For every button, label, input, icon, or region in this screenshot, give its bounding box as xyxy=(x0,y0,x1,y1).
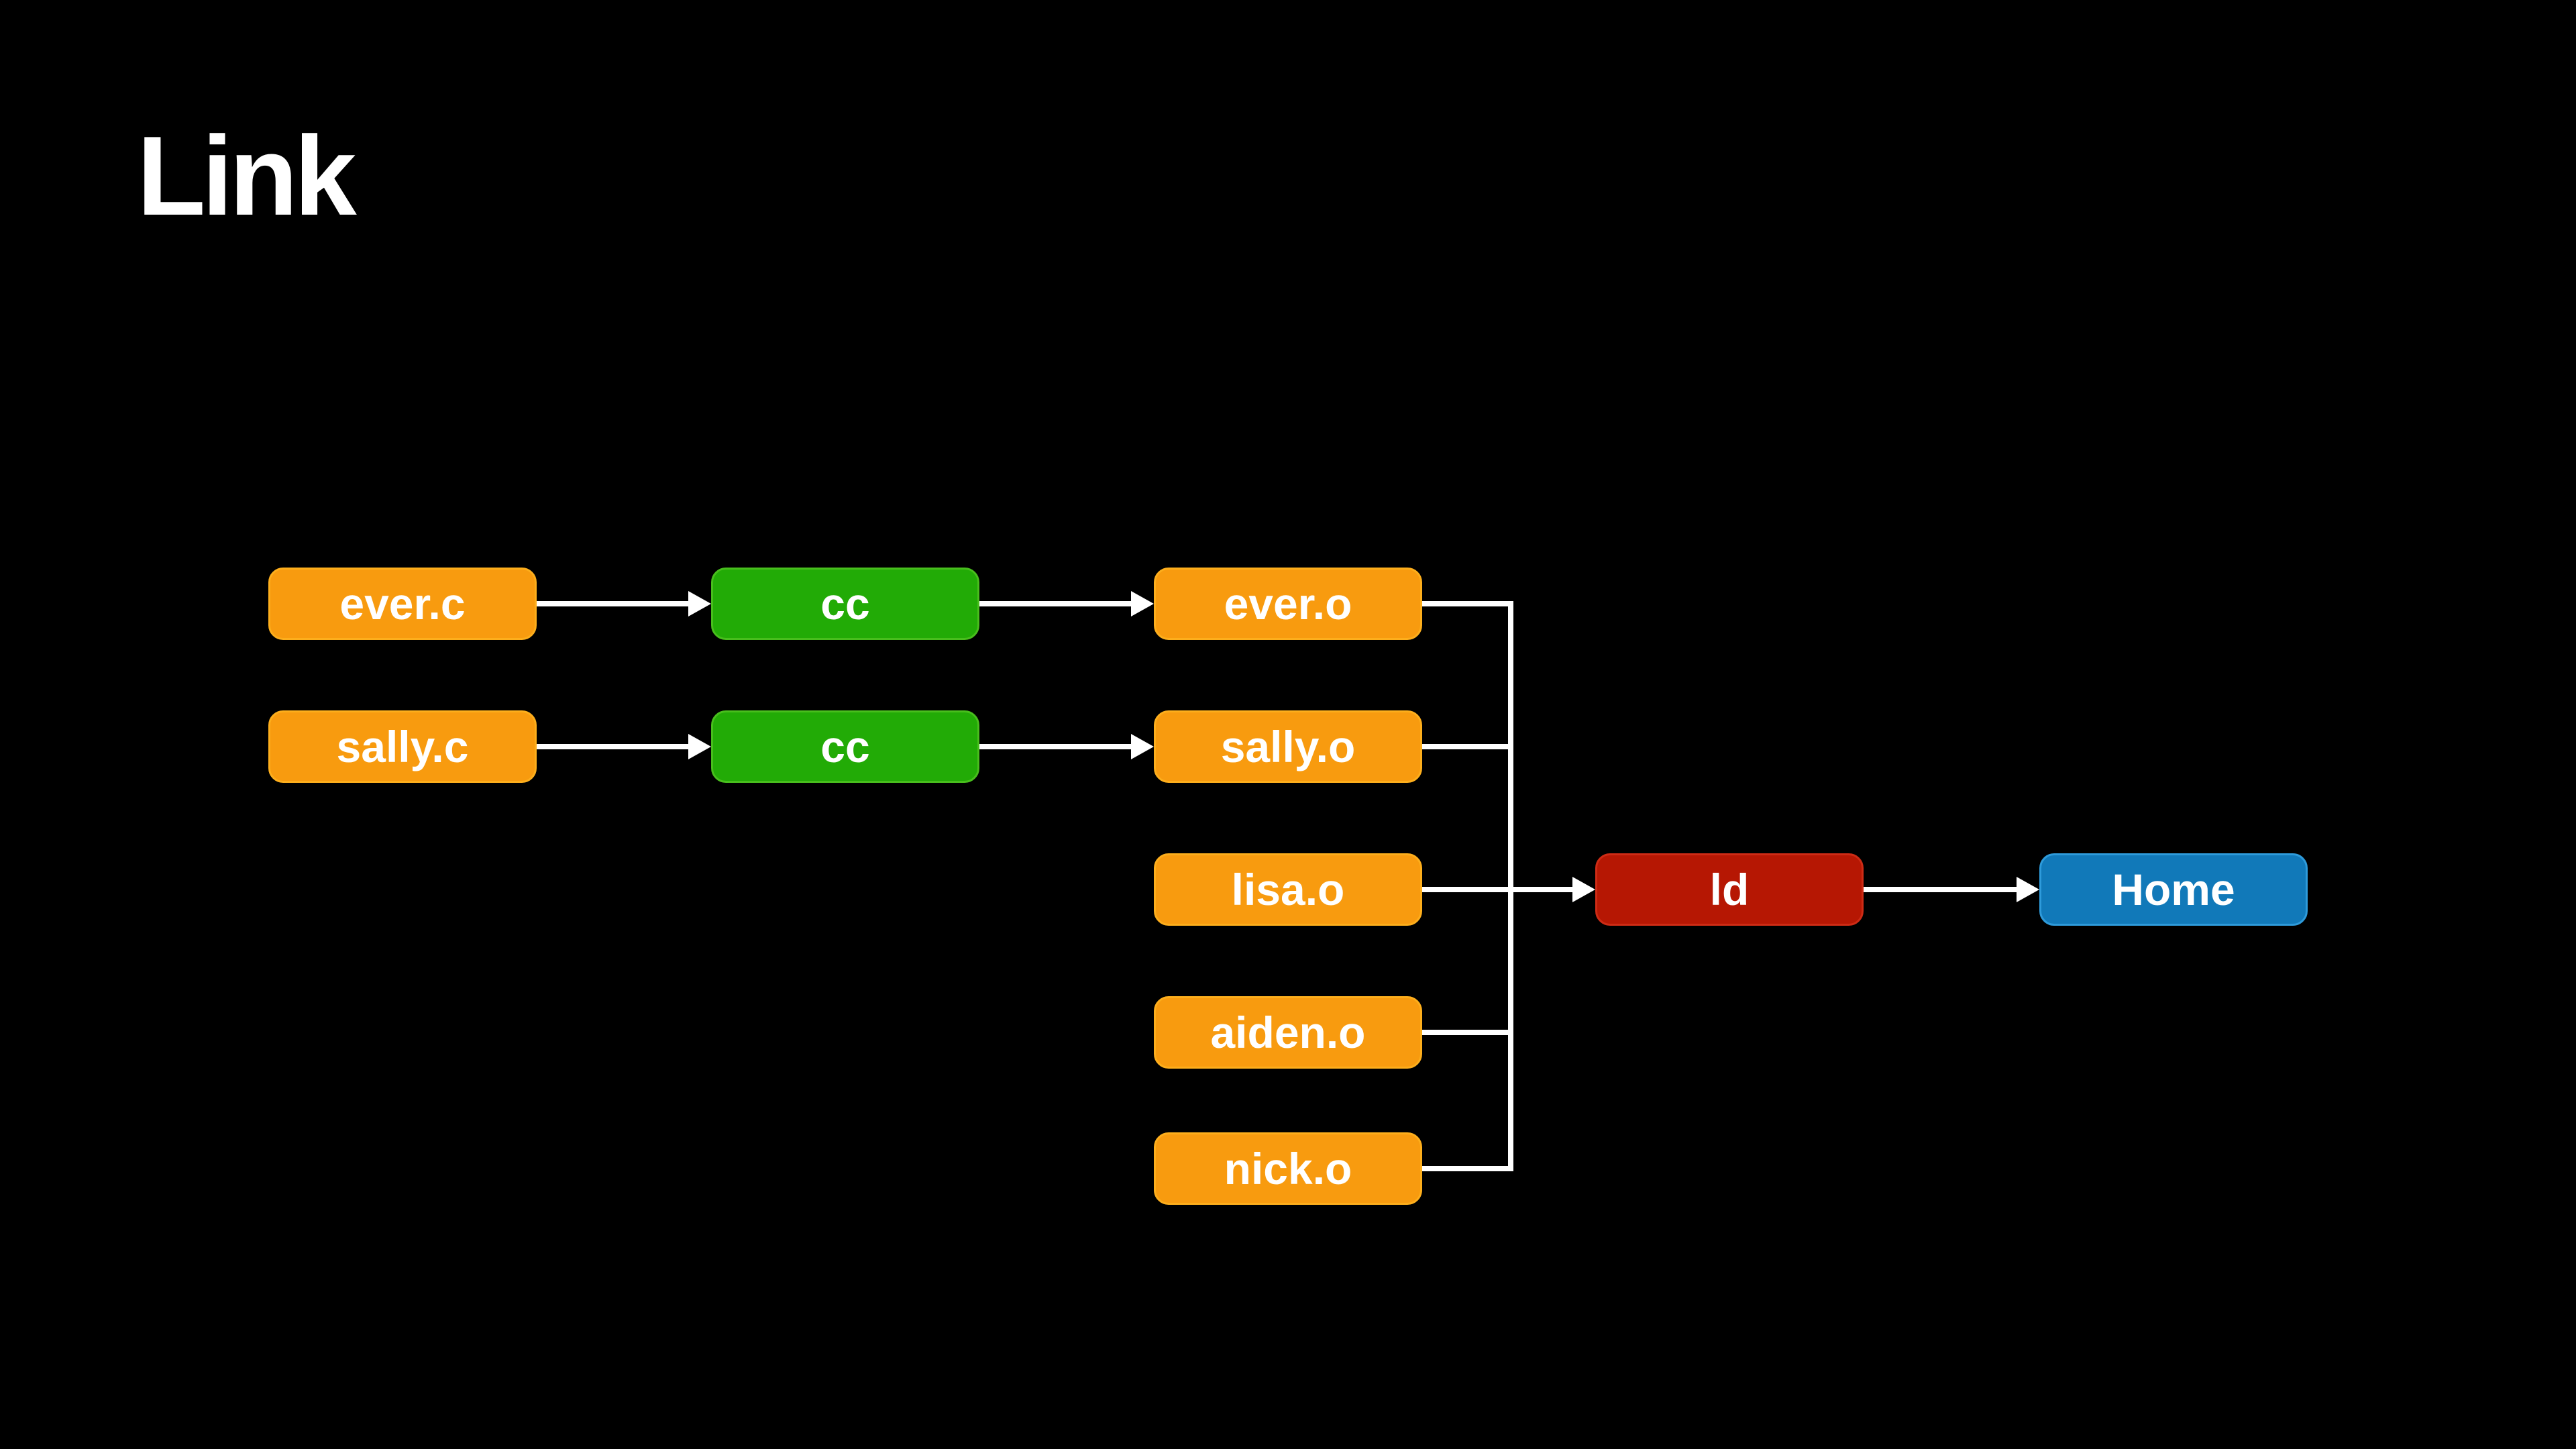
node-label-ever-c: ever.c xyxy=(339,579,466,629)
node-ld: ld xyxy=(1595,853,1864,926)
node-label-sally-o: sally.o xyxy=(1220,722,1356,771)
node-label-aiden-o: aiden.o xyxy=(1210,1008,1366,1057)
edge-ld-to-home-arrowhead xyxy=(2017,877,2039,902)
node-sally-c: sally.c xyxy=(268,710,537,783)
node-nick-o: nick.o xyxy=(1154,1132,1422,1205)
edge-cc-top-to-ever-o-arrowhead xyxy=(1131,591,1154,616)
node-cc-top: cc xyxy=(711,568,979,640)
node-sally-o: sally.o xyxy=(1154,710,1422,783)
node-ever-o: ever.o xyxy=(1154,568,1422,640)
edge-sally-c-to-cc-bottom-arrowhead xyxy=(688,734,711,759)
edge-lisa-o-to-ld-arrowhead xyxy=(1572,877,1595,902)
node-cc-bottom: cc xyxy=(711,710,979,783)
node-home: Home xyxy=(2039,853,2308,926)
edge-ever-c-to-cc-top-arrowhead xyxy=(688,591,711,616)
node-label-sally-c: sally.c xyxy=(336,722,469,771)
node-label-cc-bottom: cc xyxy=(820,722,870,771)
page-title: Link xyxy=(137,113,357,239)
node-label-home: Home xyxy=(2112,865,2235,914)
edge-cc-bottom-to-sally-o-arrowhead xyxy=(1131,734,1154,759)
node-label-ever-o: ever.o xyxy=(1224,579,1352,629)
node-aiden-o: aiden.o xyxy=(1154,996,1422,1069)
node-label-cc-top: cc xyxy=(820,579,870,629)
node-label-nick-o: nick.o xyxy=(1224,1144,1352,1193)
node-lisa-o: lisa.o xyxy=(1154,853,1422,926)
node-label-ld: ld xyxy=(1709,865,1750,914)
node-ever-c: ever.c xyxy=(268,568,537,640)
node-label-lisa-o: lisa.o xyxy=(1231,865,1345,914)
